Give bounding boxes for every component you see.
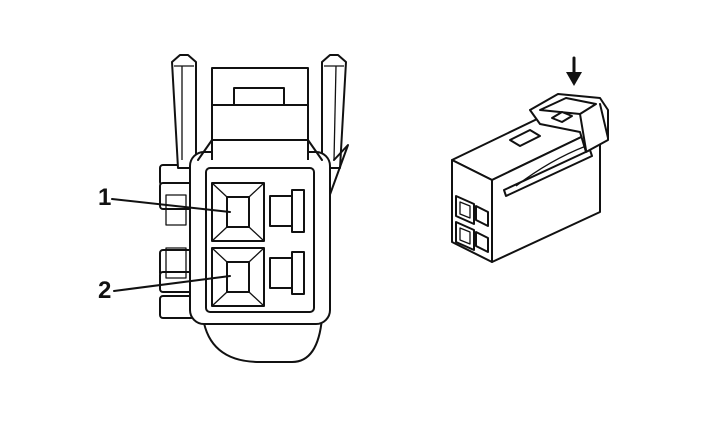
iso-side-face [491, 127, 601, 263]
callout-label-1: 1 [98, 184, 112, 211]
iso-pin-cavity-1 [455, 195, 489, 227]
left-side-ribs [159, 164, 195, 319]
right-guide [327, 144, 349, 201]
leader-line-2 [113, 275, 231, 292]
down-arrow-icon [566, 56, 582, 86]
iso-pin-cavity-2 [455, 221, 489, 253]
left-latch-tab [171, 54, 197, 169]
leader-line-1 [111, 198, 231, 213]
terminal-lock-2 [269, 251, 305, 295]
connector-bottom-lip [202, 317, 323, 363]
pin-cavity-1 [211, 182, 265, 242]
callout-label-2: 2 [98, 277, 112, 304]
top-latch-block [211, 67, 309, 160]
connector-iso-view [451, 56, 609, 263]
terminal-lock-1 [269, 189, 305, 233]
connector-front-view [111, 54, 349, 363]
